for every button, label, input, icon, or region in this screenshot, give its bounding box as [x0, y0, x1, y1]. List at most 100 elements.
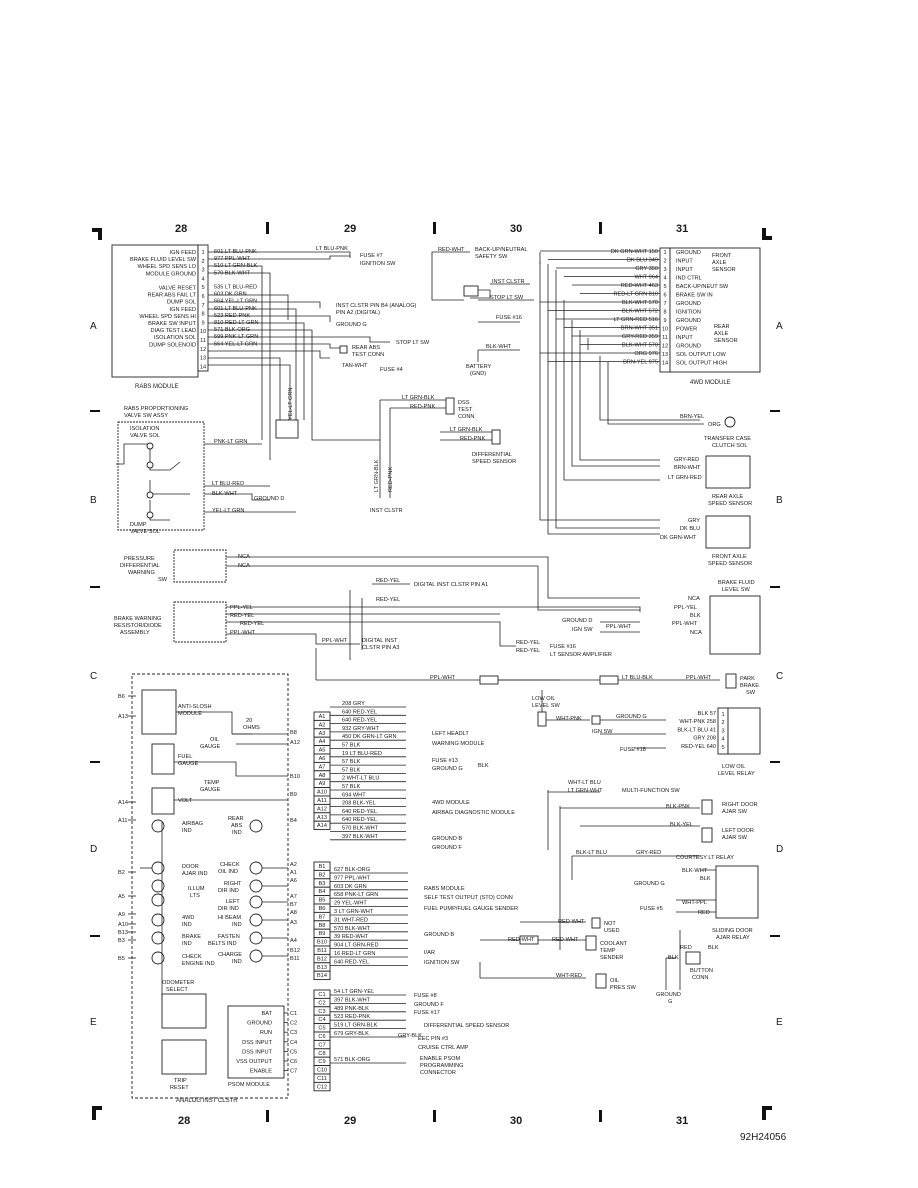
psom-c-pin-6: C7: [290, 1069, 297, 1075]
row-label-d-right: D: [776, 844, 783, 855]
dsens-lt-grn-blk: LT GRN-BLK: [450, 427, 483, 433]
rabs-pin-label-13: DUMP SOLENOID: [149, 342, 196, 348]
conn-b-pin-B11: B11: [317, 948, 327, 954]
conn-c-pin-C3: C3: [318, 1009, 325, 1015]
cl-ohms-2: OHMS: [243, 725, 260, 731]
fwd-sensor-braces: FRONT AXLE SENSOR REAR AXLE SENSOR: [712, 253, 738, 344]
rabs-pin-num-7: 7: [201, 303, 204, 309]
rear-axle-speed-sensor-box: [705, 455, 751, 489]
lm-iso-terminal-1: [146, 442, 154, 450]
dss-conn: CONN: [458, 414, 474, 420]
col-label-30: 30: [510, 223, 522, 235]
warn-digital-a3-1: DIGITAL INST: [362, 638, 398, 644]
lm-isolation: ISOLATION: [130, 426, 159, 432]
cluster-right-pin-A1: A1: [290, 870, 297, 876]
conn-a-pin-A13: A13: [317, 815, 327, 821]
conn-b-pin-B4: B4: [319, 889, 326, 895]
cl-illum-1: ILLUM: [188, 886, 205, 892]
fwd-wire-4: WHT 964: [634, 275, 658, 281]
conn-a-cell-A14: [313, 820, 331, 831]
conn-c-pin-C1: C1: [318, 992, 325, 998]
rl-not-used-2: USED: [604, 928, 620, 934]
fwd-wire-13: ORG 976: [634, 351, 658, 357]
conn-a-wire-1: 640 RED-YEL: [342, 709, 377, 715]
diff-speed-sensor-label: SPEED SENSOR: [472, 459, 516, 465]
conn-a-wire-0: 208 GRY: [342, 701, 365, 707]
rm-brn-yel: BRN-YEL: [680, 414, 704, 420]
col-label-31: 31: [676, 223, 688, 235]
cluster-left-pin-A5: A5: [118, 894, 125, 900]
rm-lt-grn-red: LT GRN-RED: [668, 475, 702, 481]
bfl-2: LEVEL SW: [722, 587, 750, 593]
fwd-pin-label-6: BRAKE SW IN: [676, 293, 713, 299]
lm-valve-sol: VALVE SOL: [130, 433, 160, 439]
cl-rear-abs-2: ABS: [231, 823, 242, 829]
conn-b-pin-B12: B12: [317, 956, 327, 962]
fwd-wire-9: LT GRN-RED 516: [613, 317, 658, 323]
brake-fluid-level-switch: [709, 595, 761, 655]
conn-b-pin-B3: B3: [319, 881, 326, 887]
rl-lt-grn-wht: LT GRN-WHT: [568, 788, 603, 794]
psom-pin-2: RUN: [260, 1030, 272, 1036]
rabs-rear-abs: REAR ABS: [352, 345, 380, 351]
conn-b-wire-9: 904 LT GRN-RED: [334, 943, 379, 949]
conn-a-wire-10: 57 BLK: [342, 784, 361, 790]
fwd-pin-label-4: IND CTRL: [676, 276, 702, 282]
brake-warning-circuits: PRESSURE DIFFERENTIAL WARNING SW NCA NCA…: [114, 549, 761, 681]
rl-fuse5: FUSE #5: [640, 906, 663, 912]
conn-a-wire-9: 2 WHT-LT BLU: [342, 776, 379, 782]
figure-id: 92H24056: [740, 1132, 787, 1143]
cluster-left-pin-A9: A9: [118, 912, 125, 918]
cluster-right-pin-B9: B9: [290, 792, 297, 798]
lm-lt-blu-red: LT BLU-RED: [212, 481, 244, 487]
rl-ppl-wht2: PPL-WHT: [686, 675, 712, 681]
rl-not-used-1: NOT: [604, 921, 616, 927]
left-dir-lamp: [249, 895, 263, 909]
psom-c-pin-2: C3: [290, 1030, 297, 1036]
conn-a-pin-A1: A1: [319, 714, 326, 720]
brake-lamp: [151, 931, 165, 945]
rear-abs-ind-lamp: [249, 819, 263, 833]
bfl-nca: NCA: [688, 596, 700, 602]
airbag-ind-lamp: [151, 819, 165, 833]
pdws-3: WARNING: [128, 570, 155, 576]
tc-inst-clstr: INST CLSTR: [492, 279, 525, 285]
cl-temp-1: TEMP: [204, 780, 220, 786]
dss-lt-grn-blk: LT GRN-BLK: [402, 395, 435, 401]
cluster-title: ANALOG INST CLSTR: [176, 1098, 238, 1104]
fwd-wire-1: DK GRN-WHT 150: [611, 249, 658, 255]
rabs-wire-5: 535 LT BLU-RED: [214, 285, 257, 291]
fwd-pin-num-5: 5: [663, 284, 666, 290]
dss-label: DSS: [458, 400, 470, 406]
cl-airbag-2: IND: [182, 828, 192, 834]
cl-brake-1: BRAKE: [182, 934, 201, 940]
low-oil-level-sw-symbol: [537, 711, 547, 727]
conn-a-target-3: GROUND G: [432, 766, 463, 772]
rl-red: RED: [698, 910, 710, 916]
relay-pin-5: 5: [721, 745, 724, 751]
bfl-ign-sw: IGN SW: [572, 627, 593, 633]
lm-pnk-lt-grn: PNK-LT GRN: [214, 439, 247, 445]
lm-valve-sw: VALVE SW ASSY: [124, 413, 168, 419]
relay-pin-3: 3: [721, 728, 724, 734]
conn-c-target-6: ENABLE PSOM: [420, 1056, 460, 1062]
rl-ground-g: GROUND G: [616, 714, 647, 720]
rabs-test-conn: TEST CONN: [352, 352, 384, 358]
conn-b-wire-10: 16 RED-LT GRN: [334, 951, 375, 957]
cluster-right-pin-B12: B12: [290, 948, 300, 954]
illum-lamp-2: [151, 893, 165, 907]
fwd-wire-7: BLK-WHT 570: [622, 300, 658, 306]
rl-splice-4: [519, 935, 539, 945]
rl-blk-lt-blu: BLK-LT BLU: [576, 850, 607, 856]
conn-b-pin-B7: B7: [319, 914, 326, 920]
fuel-gauge-box: [151, 743, 175, 775]
conn-b-wire-8: 39 RED-WHT: [334, 934, 369, 940]
warn-lt-sensor: LT SENSOR AMPLIFIER: [550, 652, 612, 658]
cluster-left-pin-A13: A13: [118, 714, 128, 720]
rl-ground-g2: GROUND G: [634, 881, 665, 887]
